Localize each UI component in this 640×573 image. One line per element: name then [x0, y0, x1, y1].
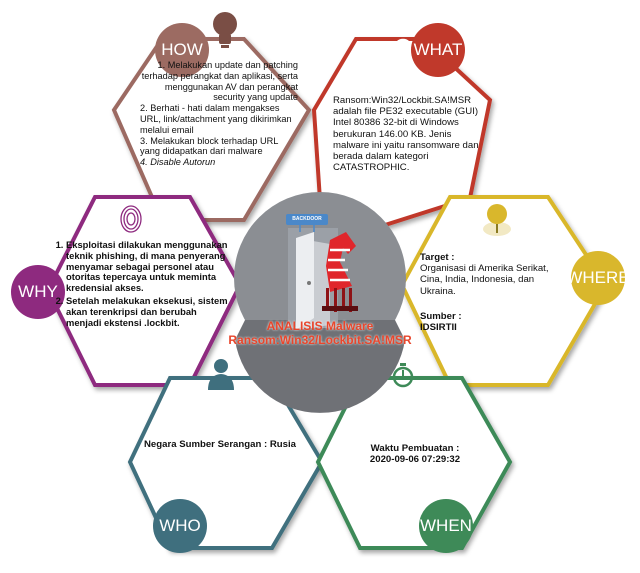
center-title-line2: Ransom:Win32/Lockbit.SA!MSR — [228, 333, 412, 347]
how-hexagon — [111, 37, 312, 222]
how-label: HOW — [161, 40, 203, 59]
what-text: Ransom:Win32/Lockbit.SA!MSR adalah file … — [333, 95, 479, 174]
who-label-circle — [153, 499, 207, 553]
when-label-circle — [419, 499, 473, 553]
stopwatch-icon — [392, 363, 414, 388]
where-target-label: Target : — [420, 252, 455, 263]
center-title: ANALISIS Malware Ransom:Win32/Lockbit.SA… — [205, 319, 435, 347]
why-label: WHY — [18, 282, 58, 301]
where-source-text: IDSIRTII — [420, 322, 457, 334]
how-item-4: 4. Disable Autorun — [140, 157, 216, 168]
lightbulb-icon — [213, 12, 237, 48]
what-label-circle — [411, 23, 465, 77]
when-time-label: Waktu Pembuatan : — [370, 443, 460, 454]
pushpin-icon — [483, 204, 511, 236]
where-text: Target : Organisasi di Amerika Serikat, … — [420, 252, 562, 333]
how-item-1: 1. Melakukan update dan patching terhada… — [141, 60, 298, 103]
why-item-2: Setelah melakukan eksekusi, sistem akan … — [66, 295, 228, 328]
magnifier-icon — [388, 38, 413, 63]
where-label: WHERE — [566, 268, 630, 287]
center-illustration — [234, 192, 406, 413]
where-target-text: Organisasi di Amerika Serikat, Cina, Ind… — [420, 263, 549, 297]
person-icon — [208, 359, 234, 390]
how-label-circle — [155, 23, 209, 77]
how-item-3: 3. Melakukan block terhadap URL yang did… — [140, 135, 279, 157]
how-text: 1. Melakukan update dan patching terhada… — [140, 60, 298, 168]
why-item-1: Eksploitasi dilakukan menggunakan teknik… — [66, 239, 228, 294]
why-text: Eksploitasi dilakukan menggunakan teknik… — [50, 239, 228, 330]
how-item-2: 2. Berhati - hati dalam mengakses URL, l… — [140, 103, 292, 135]
when-text: Waktu Pembuatan : 2020-09-06 07:29:32 — [340, 443, 490, 465]
where-label-circle — [571, 251, 625, 305]
center-title-line1: ANALISIS Malware — [266, 319, 374, 333]
what-label: WHAT — [413, 40, 463, 59]
who-text: Negara Sumber Serangan : Rusia — [144, 439, 296, 450]
why-label-circle — [11, 265, 65, 319]
trojan-horse-icon — [322, 232, 358, 312]
who-label: WHO — [159, 516, 201, 535]
where-source-label: Sumber : — [420, 310, 462, 322]
fingerprint-icon — [120, 205, 142, 233]
backdoor-sign: BACKDOOR — [292, 216, 322, 222]
when-label: WHEN — [420, 516, 472, 535]
when-time-value: 2020-09-06 07:29:32 — [369, 454, 461, 466]
